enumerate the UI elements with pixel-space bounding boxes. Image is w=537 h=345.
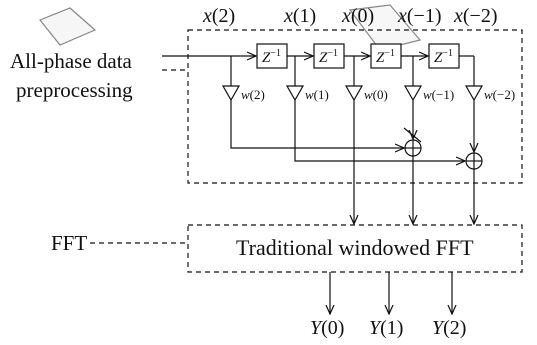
fft-label: FFT — [51, 231, 87, 255]
fft-box-label: Traditional windowed FFT — [236, 235, 474, 260]
input-label-1: x(1) — [283, 5, 316, 27]
weight-label-2: w(0) — [364, 87, 388, 102]
delay-block-2 — [313, 43, 345, 69]
output-label-2: Y(2) — [432, 317, 466, 339]
weight-triangle-4 — [464, 85, 484, 102]
preprocessing-label-line2: preprocessing — [16, 78, 133, 102]
weight-label-4: w(−2) — [484, 87, 515, 102]
delay-label-3: Z−1 — [376, 48, 395, 66]
delay-block-1 — [256, 43, 288, 69]
fft-box — [187, 224, 523, 273]
preprocessing-label-line1: All-phase data — [10, 49, 133, 73]
input-label-2: x(0) — [341, 5, 374, 27]
weight-label-1: w(1) — [305, 87, 329, 102]
delay-block-3 — [370, 43, 402, 69]
weight-triangle-0 — [221, 85, 241, 102]
watermark-logo — [39, 4, 422, 51]
delay-label-2: Z−1 — [319, 48, 338, 66]
path-w2 — [230, 100, 404, 148]
weight-triangle-3 — [403, 85, 423, 102]
weight-triangle-2 — [344, 85, 364, 102]
output-label-0: Y(0) — [310, 317, 344, 339]
delay-label-4: Z−1 — [434, 48, 453, 66]
delay-label-1: Z−1 — [262, 48, 281, 66]
weight-triangle-1 — [285, 85, 305, 102]
delay-block-4 — [428, 43, 460, 69]
path-w1 — [294, 100, 465, 161]
input-label-3: x(−1) — [397, 5, 442, 27]
weight-label-0: w(2) — [241, 87, 265, 102]
output-label-1: Y(1) — [369, 317, 403, 339]
preprocessing-box — [187, 29, 523, 184]
cross-stroke-a — [403, 127, 422, 143]
input-label-0: x(2) — [202, 5, 235, 27]
input-label-4: x(−2) — [453, 5, 498, 27]
weight-label-3: w(−1) — [423, 87, 454, 102]
